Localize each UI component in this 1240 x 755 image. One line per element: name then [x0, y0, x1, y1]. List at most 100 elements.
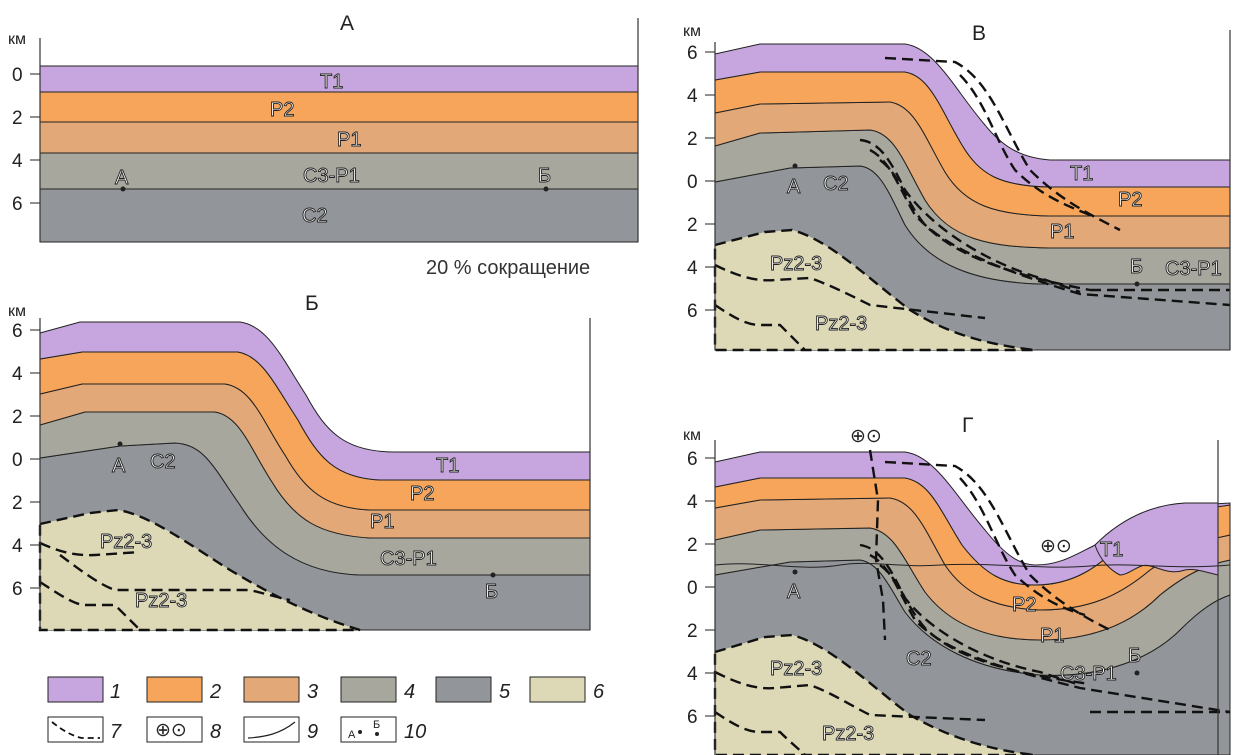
panel-a-y-ticks: 0 2 4 6: [12, 65, 40, 215]
panel-g: Г км ⊕⊙ ⊕⊙ 6 4 2 0 2 4 6 T1 P2 P1 C3-P1 …: [683, 414, 1231, 755]
panel-a: А км 0 2 4 6 T1 P2 P1 C3-P1 C2 А Б 20 % …: [8, 12, 639, 279]
label-p1: P1: [337, 129, 361, 151]
label-t1: T1: [436, 455, 459, 477]
label-p2: P2: [410, 483, 434, 505]
panel-a-y-unit: км: [8, 31, 26, 48]
legend-point-b-text: Б: [373, 719, 380, 731]
label-pz-lower: Pz2-3: [135, 590, 187, 612]
legend-num-6: 6: [593, 681, 605, 703]
layer-t1: [714, 43, 1231, 188]
point-b: [1134, 670, 1140, 676]
panel-g-title: Г: [962, 414, 973, 437]
point-a: [792, 163, 798, 169]
legend: 1 2 3 4 5 6 7 ⊕⊙ 8 9 А Б 10: [47, 676, 605, 743]
point-b: [490, 572, 496, 578]
label-p2: P2: [1012, 594, 1036, 616]
svg-text:4: 4: [12, 151, 23, 172]
svg-text:4: 4: [687, 258, 698, 279]
label-p1: P1: [1050, 221, 1074, 243]
label-c2: C2: [150, 451, 176, 473]
layer-pz: [38, 508, 361, 632]
point-icon: [358, 730, 362, 734]
layer-pz: [713, 228, 1036, 352]
svg-text:6: 6: [687, 707, 698, 728]
label-c3p1: C3-P1: [380, 548, 437, 570]
dashed-line-icon: [51, 721, 100, 739]
legend-box-10: [340, 716, 397, 743]
panel-g-y-unit: км: [683, 427, 701, 444]
point-icon: [375, 732, 379, 736]
panel-b: Б км 6 4 2 0 2 4 6 T1 P2 P1 C3-P1 C2 Pz2…: [8, 292, 591, 632]
svg-text:6: 6: [12, 321, 23, 342]
legend-point-a-text: А: [348, 729, 356, 741]
panel-b-title: Б: [305, 292, 319, 315]
label-pz-upper: Pz2-3: [770, 658, 822, 680]
label-c2: C2: [823, 173, 849, 195]
legend-num-5: 5: [499, 681, 511, 703]
label-c3p1: C3-P1: [303, 165, 360, 187]
panel-v-y-ticks: 6 4 2 0 2 4 6: [687, 43, 715, 322]
label-t1: T1: [1100, 539, 1123, 561]
svg-text:2: 2: [687, 215, 698, 236]
legend-num-8: 8: [210, 721, 221, 743]
layer-p2: [39, 91, 639, 123]
legend-swatch-6: [529, 676, 586, 703]
svg-text:6: 6: [687, 43, 698, 64]
point-a-label: А: [787, 581, 801, 603]
legend-box-8: [146, 716, 203, 743]
svg-text:2: 2: [12, 407, 23, 428]
svg-text:0: 0: [687, 172, 698, 193]
label-p2: P2: [270, 99, 294, 121]
legend-num-7: 7: [110, 721, 122, 743]
point-b: [543, 186, 549, 192]
svg-text:4: 4: [12, 536, 23, 557]
label-t1: T1: [320, 71, 343, 93]
legend-num-10: 10: [404, 721, 426, 743]
legend-swatch-3: [243, 676, 300, 703]
label-c2: C2: [906, 648, 932, 670]
point-a-label: А: [112, 455, 126, 477]
panel-v: В км 6 4 2 0 2 4 6 T1 P2 P1 C3-P1 C2 Pz2…: [683, 22, 1231, 352]
svg-text:2: 2: [12, 108, 23, 129]
label-pz-lower: Pz2-3: [822, 723, 874, 745]
solid-line-icon: [247, 721, 296, 739]
legend-num-9: 9: [307, 721, 318, 743]
label-pz-upper: Pz2-3: [100, 531, 152, 553]
panel-v-title: В: [972, 22, 986, 45]
label-t1: T1: [1070, 163, 1093, 185]
legend-box-7: [47, 716, 104, 743]
label-c3p1: C3-P1: [1165, 258, 1222, 280]
layer-p1: [39, 121, 639, 154]
point-a-label: А: [115, 167, 129, 189]
svg-text:6: 6: [687, 301, 698, 322]
panel-g-y-ticks: 6 4 2 0 2 4 6: [687, 449, 715, 728]
movement-symbol-1: ⊕⊙: [850, 426, 882, 447]
movement-symbol-icon: ⊕⊙: [155, 720, 187, 741]
svg-text:4: 4: [687, 86, 698, 107]
svg-text:6: 6: [12, 579, 23, 600]
legend-num-2: 2: [209, 681, 221, 703]
label-p1: P1: [370, 511, 394, 533]
legend-swatch-1: [47, 676, 104, 703]
svg-text:4: 4: [12, 364, 23, 385]
svg-text:2: 2: [12, 493, 23, 514]
label-pz-upper: Pz2-3: [770, 253, 822, 275]
legend-num-3: 3: [307, 681, 318, 703]
svg-text:6: 6: [12, 194, 23, 215]
point-b-label: Б: [1130, 256, 1143, 278]
label-c2: C2: [302, 205, 328, 227]
legend-swatch-4: [340, 676, 397, 703]
point-b: [1134, 281, 1140, 287]
label-c3p1: C3-P1: [1060, 663, 1117, 685]
point-a: [120, 186, 126, 192]
svg-text:6: 6: [687, 449, 698, 470]
legend-num-1: 1: [110, 681, 121, 703]
label-p2: P2: [1118, 189, 1142, 211]
legend-swatch-2: [146, 676, 203, 703]
svg-text:0: 0: [687, 578, 698, 599]
point-a: [117, 441, 123, 447]
svg-text:0: 0: [12, 450, 23, 471]
point-a-label: А: [787, 176, 801, 198]
point-a: [792, 569, 798, 575]
